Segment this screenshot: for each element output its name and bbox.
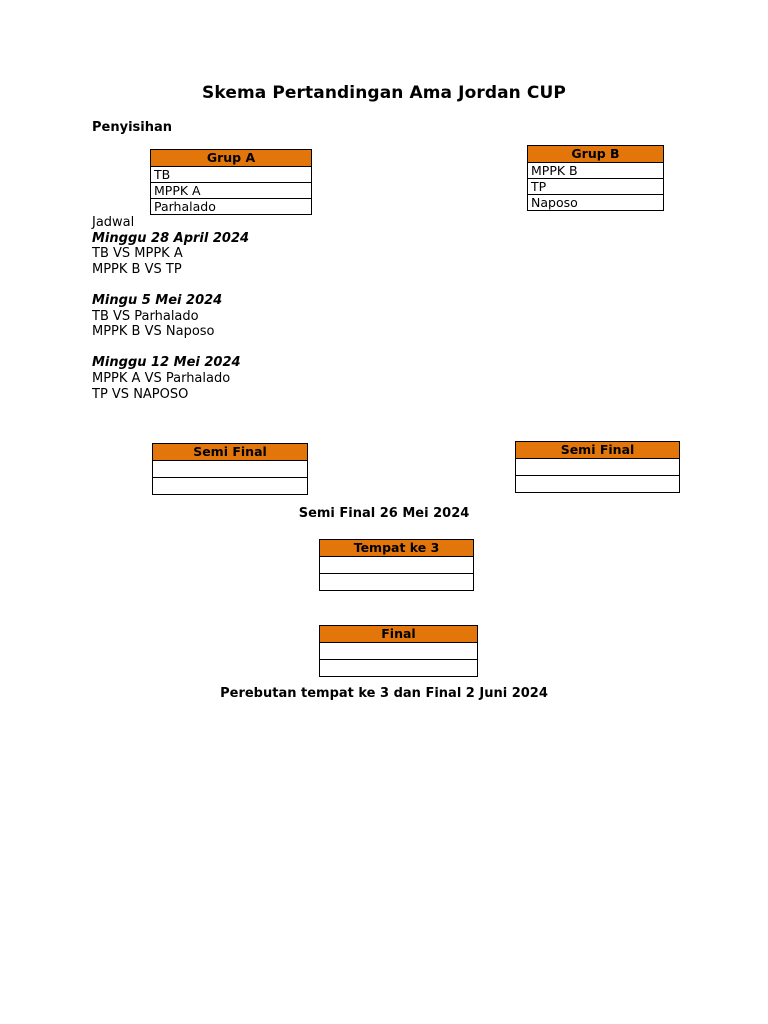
third-place-table: Tempat ke 3 <box>319 539 474 591</box>
schedule-label: Jadwal <box>92 215 135 230</box>
table-row <box>319 659 478 677</box>
schedule-date-3: Minggu 12 Mei 2024 <box>92 355 241 371</box>
group-a-team-1: TB <box>150 166 312 183</box>
schedule-match-3-1: MPPK A VS Parhalado <box>92 370 231 386</box>
final-caption: Perebutan tempat ke 3 dan Final 2 Juni 2… <box>220 686 548 701</box>
schedule-match-2-2: MPPK B VS Naposo <box>92 324 215 340</box>
semi-final-right-header: Semi Final <box>515 441 680 459</box>
table-header-row: Grup B <box>527 145 664 163</box>
group-b-header: Grup B <box>527 145 664 163</box>
table-header-row: Semi Final <box>152 443 308 461</box>
group-b-team-3: Naposo <box>527 194 664 211</box>
table-row: MPPK B <box>527 162 664 179</box>
table-row <box>515 475 680 493</box>
semi-final-left-slot-1 <box>152 460 308 478</box>
table-row <box>515 458 680 476</box>
schedule-spacer <box>92 340 249 356</box>
table-row <box>319 556 474 574</box>
group-a-team-3: Parhalado <box>150 198 312 215</box>
third-place-slot-2 <box>319 573 474 591</box>
schedule-date-2: Mingu 5 Mei 2024 <box>92 292 223 308</box>
table-row <box>152 460 308 478</box>
final-table: Final <box>319 625 478 677</box>
semi-final-left-table: Semi Final <box>152 443 308 495</box>
third-place-slot-1 <box>319 556 474 574</box>
table-header-row: Semi Final <box>515 441 680 459</box>
table-row: Naposo <box>527 194 664 211</box>
schedule-spacer <box>92 277 249 293</box>
semi-final-right-slot-1 <box>515 458 680 476</box>
group-b-team-1: MPPK B <box>527 162 664 179</box>
table-row: MPPK A <box>150 182 312 199</box>
group-a-team-2: MPPK A <box>150 182 312 199</box>
table-row: TB <box>150 166 312 183</box>
section-label-penyisihan: Penyisihan <box>92 120 173 135</box>
table-row <box>319 642 478 660</box>
semi-final-right-table: Semi Final <box>515 441 680 493</box>
table-header-row: Grup A <box>150 149 312 167</box>
schedule-match-2-1: TB VS Parhalado <box>92 308 199 324</box>
schedule-block: Jadwal Minggu 28 April 2024 TB VS MPPK A… <box>92 215 249 402</box>
schedule-match-1-1: TB VS MPPK A <box>92 246 183 262</box>
table-row <box>319 573 474 591</box>
group-b-team-2: TP <box>527 178 664 195</box>
page-title: Skema Pertandingan Ama Jordan CUP <box>202 83 566 103</box>
table-row: TP <box>527 178 664 195</box>
schedule-match-1-2: MPPK B VS TP <box>92 261 182 277</box>
semi-final-caption: Semi Final 26 Mei 2024 <box>298 506 470 521</box>
group-a-header: Grup A <box>150 149 312 167</box>
final-slot-1 <box>319 642 478 660</box>
semi-final-left-slot-2 <box>152 477 308 495</box>
schedule-match-3-2: TP VS NAPOSO <box>92 386 189 402</box>
table-header-row: Tempat ke 3 <box>319 539 474 557</box>
final-header: Final <box>319 625 478 643</box>
group-b-table: Grup B MPPK B TP Naposo <box>527 145 664 211</box>
table-row: Parhalado <box>150 198 312 215</box>
table-row <box>152 477 308 495</box>
semi-final-right-slot-2 <box>515 475 680 493</box>
table-header-row: Final <box>319 625 478 643</box>
final-slot-2 <box>319 659 478 677</box>
schedule-date-1: Minggu 28 April 2024 <box>92 230 250 246</box>
third-place-header: Tempat ke 3 <box>319 539 474 557</box>
group-a-table: Grup A TB MPPK A Parhalado <box>150 149 312 215</box>
semi-final-left-header: Semi Final <box>152 443 308 461</box>
